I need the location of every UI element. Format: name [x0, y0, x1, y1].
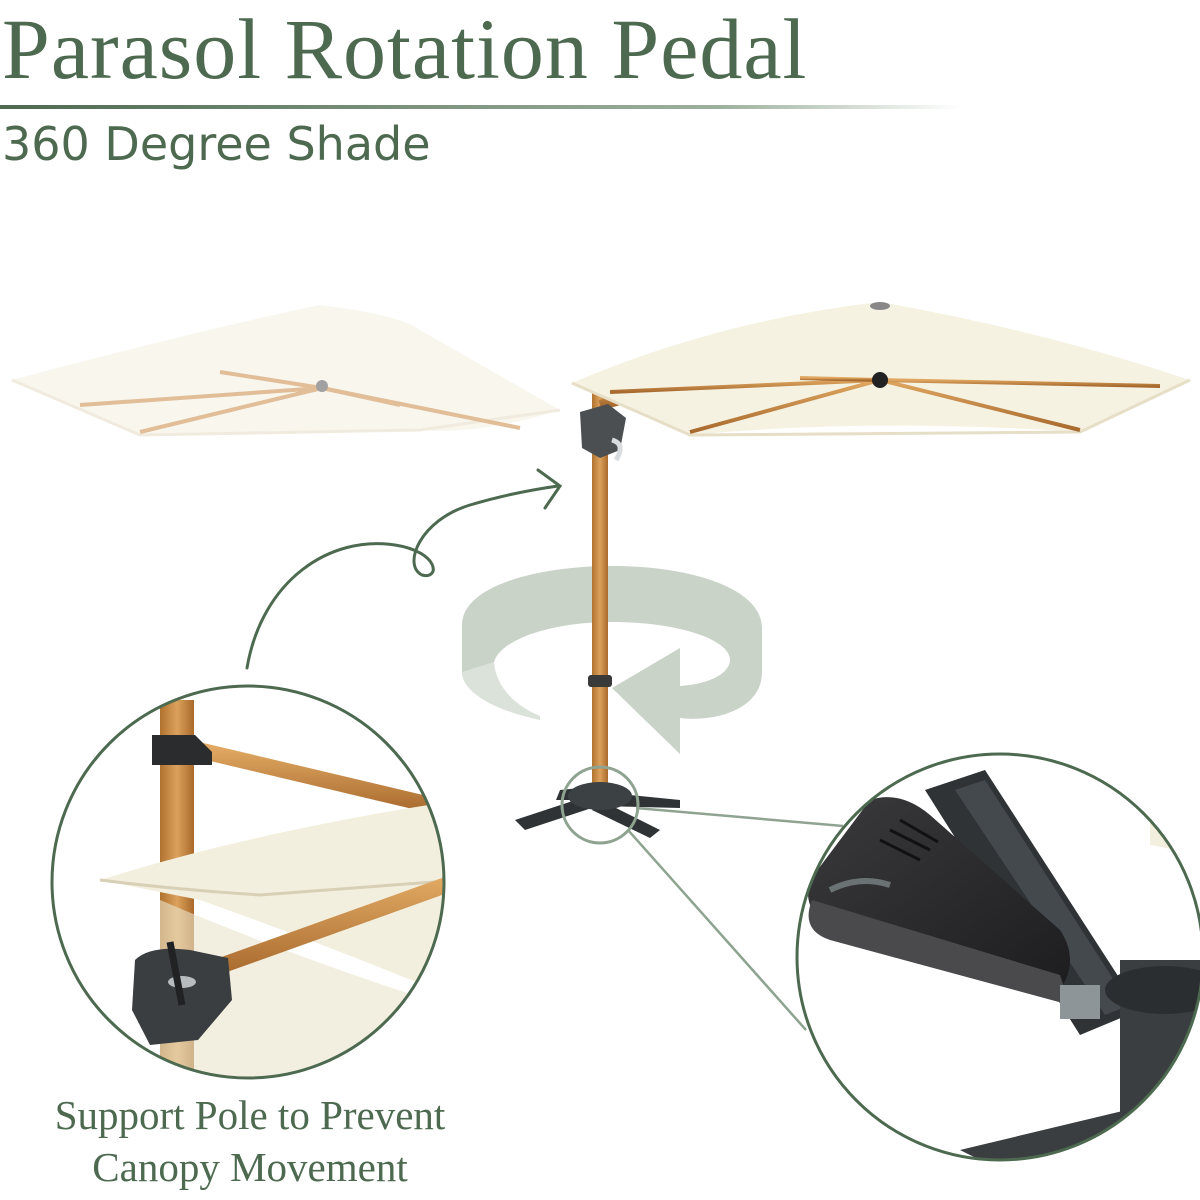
umbrella-canopy	[571, 302, 1191, 437]
detail-circle-pedal	[795, 752, 1200, 1162]
detail-circle-support	[50, 684, 446, 1080]
page-subtitle: 360 Degree Shade	[2, 117, 431, 171]
ghost-umbrella	[11, 305, 561, 437]
caption-line-1: Support Pole to Prevent	[54, 1092, 446, 1138]
page-title: Parasol Rotation Pedal	[2, 1, 808, 97]
rotation-arrow-icon	[462, 566, 762, 754]
caption-line-2: Canopy Movement	[92, 1144, 408, 1190]
title-underline	[0, 105, 960, 109]
umbrella-base	[515, 782, 680, 838]
base-highlight-circle	[560, 765, 640, 845]
curved-arrow-icon	[245, 468, 563, 670]
umbrella-pole	[580, 380, 691, 795]
callout-lines	[627, 806, 844, 1031]
